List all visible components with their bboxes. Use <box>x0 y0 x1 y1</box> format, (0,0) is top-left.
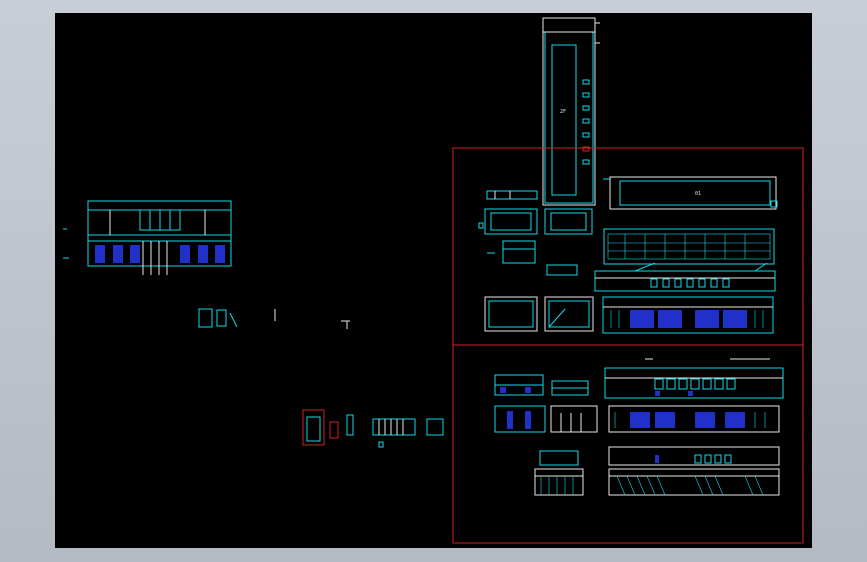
cad-drawing-viewport[interactable]: 2F 01 <box>55 13 812 548</box>
middle-bottom-details <box>302 409 444 448</box>
plan-label: 2F <box>560 109 566 115</box>
lower-sheet-content <box>494 358 784 496</box>
front-elevation <box>63 200 232 275</box>
small-details-left <box>198 308 350 329</box>
tall-floor-plan: 2F <box>542 17 600 206</box>
lower-sheet-frame <box>452 344 804 544</box>
upper-sheet-frame <box>452 147 804 346</box>
upper-sheet-content: 01 <box>478 176 778 334</box>
area-label: 01 <box>695 191 701 197</box>
